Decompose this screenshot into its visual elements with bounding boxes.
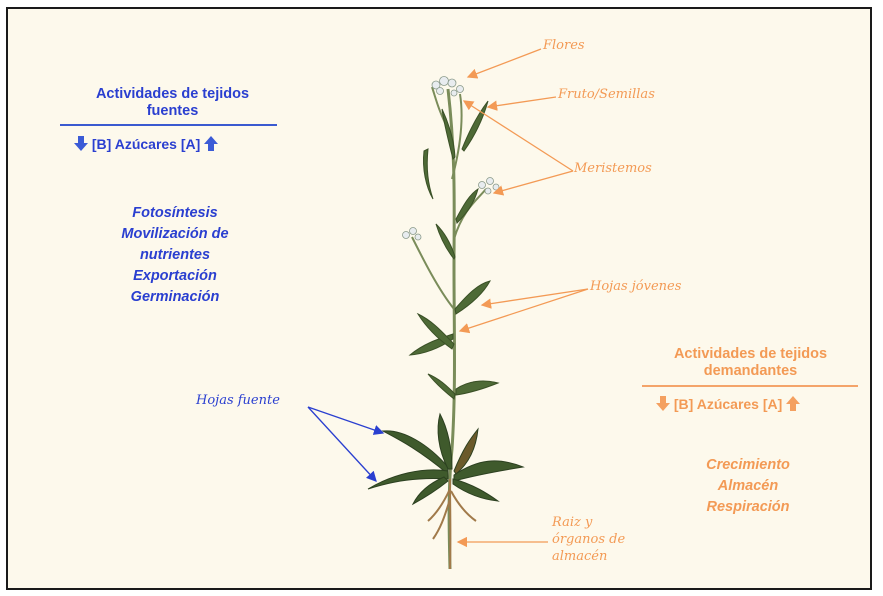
label-raiz-line2: órganos de xyxy=(552,531,625,548)
activity-item: Exportación xyxy=(70,266,280,287)
sink-title: Actividades de tejidos demandantes xyxy=(638,346,863,380)
label-flores: Flores xyxy=(543,38,585,53)
pointer-arrows-blue xyxy=(308,407,383,481)
label-fruto-semillas: Fruto/Semillas xyxy=(558,87,655,102)
activity-item: Fotosíntesis xyxy=(70,203,280,224)
sink-title-underline xyxy=(642,385,858,387)
sugar-high-label: [A] xyxy=(763,396,782,412)
label-raiz: Raiz y órganos de almacén xyxy=(552,514,625,565)
label-raiz-line1: Raiz y xyxy=(552,514,625,531)
sugar-low-label: [B] xyxy=(674,396,693,412)
sink-title-line1: Actividades de tejidos xyxy=(638,346,863,363)
source-title-line2: fuentes xyxy=(60,103,285,120)
label-raiz-line3: almacén xyxy=(552,548,625,565)
up-arrow-icon xyxy=(204,136,218,154)
rosette-leaves xyxy=(368,414,523,504)
activity-item: Movilización de xyxy=(70,224,280,245)
source-activities: Fotosíntesis Movilización de nutrientes … xyxy=(70,203,280,308)
activity-item: nutrientes xyxy=(70,245,280,266)
up-arrow-icon xyxy=(786,396,800,414)
label-meristemos: Meristemos xyxy=(574,161,652,176)
sugar-low-label: [B] xyxy=(92,136,111,152)
sugar-word: Azúcares xyxy=(697,396,759,412)
activity-item: Respiración xyxy=(658,497,838,518)
diagram-frame: Actividades de tejidos fuentes [B] Azúca… xyxy=(6,7,872,590)
activity-item: Germinación xyxy=(70,287,280,308)
sink-sugar-row: [B] Azúcares [A] xyxy=(656,396,800,414)
source-title-underline xyxy=(60,124,277,126)
source-title: Actividades de tejidos fuentes xyxy=(60,86,285,120)
sink-activities: Crecimiento Almacén Respiración xyxy=(658,455,838,518)
source-title-line1: Actividades de tejidos xyxy=(60,86,285,103)
sink-title-line2: demandantes xyxy=(638,363,863,380)
label-hojas-fuente: Hojas fuente xyxy=(196,393,280,408)
activity-item: Crecimiento xyxy=(658,455,838,476)
down-arrow-icon xyxy=(74,136,88,154)
activity-item: Almacén xyxy=(658,476,838,497)
sugar-word: Azúcares xyxy=(115,136,177,152)
sugar-high-label: [A] xyxy=(181,136,200,152)
source-sugar-row: [B] Azúcares [A] xyxy=(74,136,218,154)
label-hojas-jovenes: Hojas jóvenes xyxy=(590,279,681,294)
down-arrow-icon xyxy=(656,396,670,414)
